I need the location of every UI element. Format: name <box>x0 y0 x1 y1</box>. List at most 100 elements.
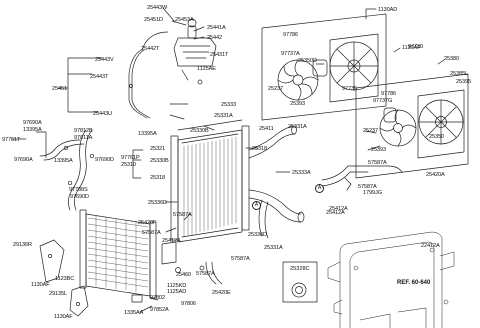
drain-plug-inset-box <box>282 261 318 303</box>
part-label-25330b: 25330B <box>190 128 209 134</box>
part-label-25350d: 25350D <box>298 58 317 64</box>
upper-fan-motor <box>312 59 328 77</box>
part-label-25333a: 25333A <box>292 170 311 176</box>
part-label-25420a: 25420A <box>426 172 445 178</box>
lower-radiator-hose <box>248 189 305 239</box>
reservoir-tank-assembly <box>141 18 217 85</box>
part-label-97730: 97730 <box>408 44 424 50</box>
reference-page-label: REF. 60-640 <box>397 280 431 286</box>
part-label-1799jg: 1799JG <box>363 190 382 196</box>
part-label-25460: 25460 <box>176 272 192 278</box>
part-label-97812b: 97812B <box>74 128 93 134</box>
lower-fan-shroud <box>417 89 465 159</box>
part-label-25321: 25321 <box>150 146 166 152</box>
part-label-25385l: 25385L <box>450 71 469 77</box>
part-label-97737g: 97737G <box>373 98 393 104</box>
part-label-1125ae: 1125AE <box>197 66 216 72</box>
part-label-29136r: 29136R <box>13 242 32 248</box>
part-label-13395a: 13395A <box>54 158 73 164</box>
callout-marker-a: A <box>252 201 261 210</box>
part-label-57587a: 57587A <box>142 230 161 236</box>
lower-bracket-parts <box>131 241 223 313</box>
part-label-25331a: 25331A <box>264 245 283 251</box>
inset-part-number: 25328C <box>290 266 310 272</box>
part-label-25393: 25393 <box>290 101 306 107</box>
part-label-97690d: 97690D <box>70 194 89 200</box>
part-label-25420e: 25420E <box>212 290 231 296</box>
part-label-1123bc: 1123BC <box>55 276 75 282</box>
callout-marker-a: A <box>315 184 324 193</box>
part-label-1125kd: 1125KD <box>167 283 187 289</box>
part-label-13395a: 13395A <box>138 131 157 137</box>
part-label-1130ad: 1130AD <box>378 7 398 13</box>
part-label-25451d: 25451D <box>144 17 163 23</box>
part-label-97786: 97786 <box>381 91 397 97</box>
fan-shroud-assembly-box-2 <box>355 73 469 179</box>
leader-lines-middle <box>132 103 291 233</box>
front-end-module-carrier <box>327 231 455 328</box>
part-label-22412a: 22412A <box>421 243 440 249</box>
part-label-25336d: 25336D <box>148 200 167 206</box>
part-label-97788s: 97788S <box>69 187 88 193</box>
ac-condenser <box>79 209 157 299</box>
part-label-1130af: 1130AF <box>31 282 50 288</box>
part-label-25318: 25318 <box>150 175 166 181</box>
part-label-25330b: 25330B <box>150 158 169 164</box>
part-label-25443u: 25443U <box>93 111 112 117</box>
part-label-25420f: 25420F <box>138 220 157 226</box>
part-label-25331a: 25331A <box>214 113 233 119</box>
part-label-97735: 97735 <box>342 86 358 92</box>
part-label-97737a: 97737A <box>281 51 300 57</box>
part-label-29135l: 29135L <box>49 291 68 297</box>
overflow-hose <box>128 49 151 119</box>
part-label-25441a: 25441A <box>207 25 226 31</box>
part-label-97761t: 97761T <box>2 137 21 143</box>
leader-lines-top-left <box>57 7 205 113</box>
part-label-25412a: 25412A <box>162 238 181 244</box>
part-label-97852a: 97852A <box>150 307 169 313</box>
part-label-97786: 97786 <box>283 32 299 38</box>
fan-shroud-assembly-box <box>261 13 387 121</box>
part-label-25336d: 25336D <box>248 232 267 238</box>
part-label-25443w: 25443W <box>147 5 168 11</box>
part-label-25443v: 25443V <box>95 57 114 63</box>
part-label-97811a: 97811A <box>74 135 93 141</box>
part-label-25380: 25380 <box>444 56 460 62</box>
part-label-25442t: 25442T <box>141 46 160 52</box>
part-label-97690a: 97690A <box>23 120 42 126</box>
upper-radiator-hose <box>248 125 297 159</box>
part-label-13395a: 13395A <box>23 127 42 133</box>
part-label-1335aa: 1335AA <box>124 310 144 316</box>
part-label-97802: 97802 <box>150 295 166 301</box>
part-label-25412a: 25412A <box>329 206 348 212</box>
lower-cooling-fan <box>379 109 417 147</box>
part-label-97690d: 97690D <box>95 157 114 163</box>
part-label-25318: 25318 <box>252 146 268 152</box>
part-label-25333: 25333 <box>221 102 237 108</box>
part-label-57587a: 57587A <box>231 256 250 262</box>
part-label-97761p: 97761P <box>121 155 140 161</box>
part-label-25442: 25442 <box>207 35 223 41</box>
part-label-1130af: 1130AF <box>54 314 73 320</box>
part-label-25453a: 25453A <box>175 17 194 23</box>
part-label-57587a: 57587A <box>368 160 387 166</box>
ac-refrigerant-pipes <box>11 129 95 211</box>
part-label-97806: 97806 <box>181 301 197 307</box>
transmission-cooler-hose <box>321 165 403 191</box>
radiator-core <box>170 119 250 243</box>
leader-lines-right <box>365 8 445 151</box>
part-label-57587a: 57587A <box>196 271 215 277</box>
part-label-25431t: 25431T <box>210 52 229 58</box>
part-label-25411: 25411 <box>259 126 274 132</box>
part-label-57587a: 57587A <box>173 212 192 218</box>
part-label-25331a: 25331A <box>288 124 307 130</box>
condenser-brackets <box>39 239 89 317</box>
part-label-25451: 25451 <box>52 86 68 92</box>
part-label-57587a: 57587A <box>358 184 377 190</box>
part-label-1125ad: 1125AD <box>167 289 187 295</box>
upper-cooling-fan <box>277 59 319 101</box>
lower-fan-motor <box>383 107 397 123</box>
